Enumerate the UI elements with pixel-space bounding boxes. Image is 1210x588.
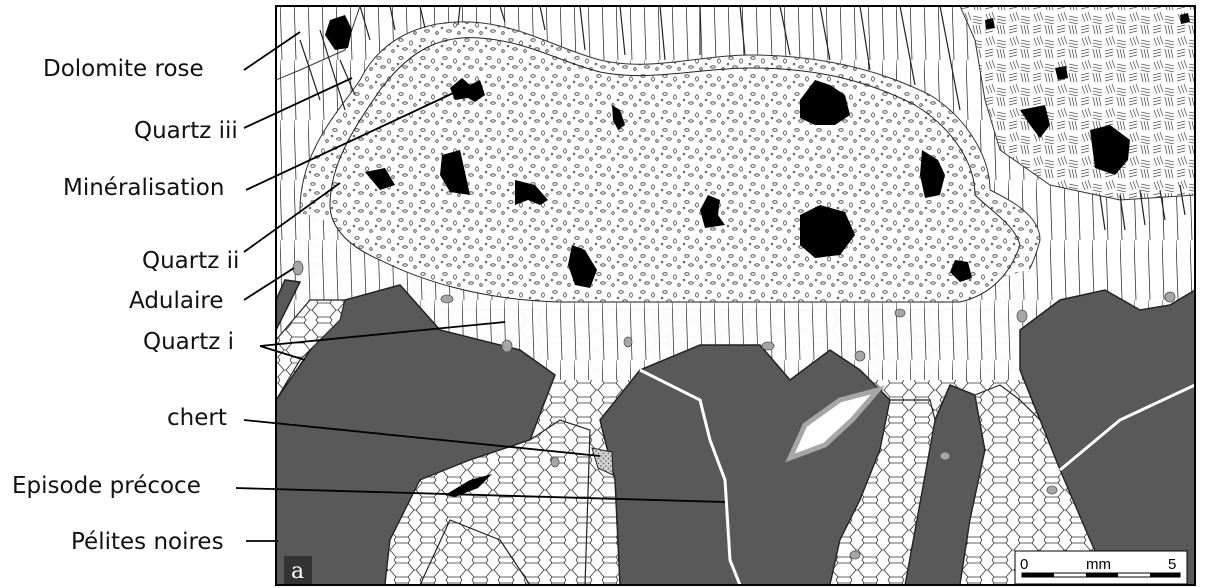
scale-bar: 0 mm 5 [1015,551,1187,584]
panel-letter-text: a [291,559,304,584]
scale-max-label: 5 [1168,556,1176,573]
panel-letter: a [284,556,312,584]
scale-unit-label: mm [1086,556,1111,573]
scale-min-label: 0 [1020,556,1028,573]
